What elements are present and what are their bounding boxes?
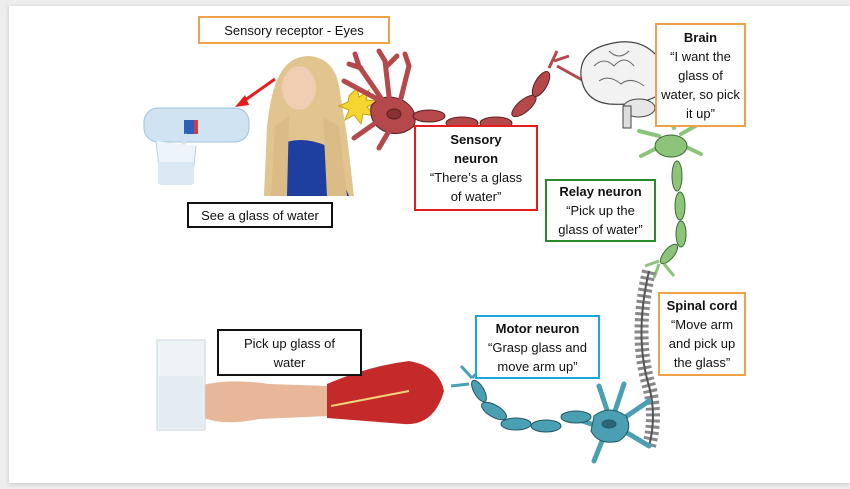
relay-neuron-image xyxy=(637,114,703,279)
sensory-neuron-quote: “There’s a glass of water” xyxy=(429,170,523,204)
spinal-cord-box: Spinal cord “Move arm and pick up the gl… xyxy=(658,292,746,376)
pick-up-label: Pick up glass of water xyxy=(217,329,362,376)
relay-neuron-box: Relay neuron “Pick up the glass of water… xyxy=(545,179,656,242)
see-water-label: See a glass of water xyxy=(187,202,333,228)
motor-neuron-image xyxy=(450,364,652,464)
spinal-cord-quote: “Move arm and pick up the glass” xyxy=(668,317,736,370)
relay-neuron-title: Relay neuron xyxy=(559,184,642,199)
spinal-cord-image xyxy=(634,269,660,448)
arm-image xyxy=(156,339,444,431)
brain-quote: “I want the glass of water, so pick it u… xyxy=(661,48,740,121)
brain-title: Brain xyxy=(683,29,718,45)
title-text: Sensory receptor - Eyes xyxy=(224,22,364,38)
person-image xyxy=(264,56,354,196)
sensory-neuron-box: Sensory neuron “There’s a glass of water… xyxy=(414,125,538,211)
spinal-cord-title: Spinal cord xyxy=(666,298,738,313)
motor-neuron-quote: “Grasp glass and move arm up” xyxy=(488,339,587,374)
sensory-neuron-title: Sensory neuron xyxy=(450,132,502,166)
arrow-icon xyxy=(235,77,276,107)
illustration xyxy=(143,41,703,464)
relay-neuron-quote: “Pick up the glass of water” xyxy=(558,203,643,237)
motor-neuron-box: Motor neuron “Grasp glass and move arm u… xyxy=(475,315,600,379)
motor-neuron-title: Motor neuron xyxy=(495,320,580,336)
pick-up-text: Pick up glass of water xyxy=(243,335,336,370)
see-water-text: See a glass of water xyxy=(201,207,319,223)
brain-image xyxy=(580,41,664,129)
title-sensory-receptor: Sensory receptor - Eyes xyxy=(198,16,390,44)
slide: Sensory receptor - Eyes See a glass of w… xyxy=(9,6,850,483)
brain-box: Brain “I want the glass of water, so pic… xyxy=(655,23,746,127)
water-bottle-image xyxy=(143,107,250,185)
